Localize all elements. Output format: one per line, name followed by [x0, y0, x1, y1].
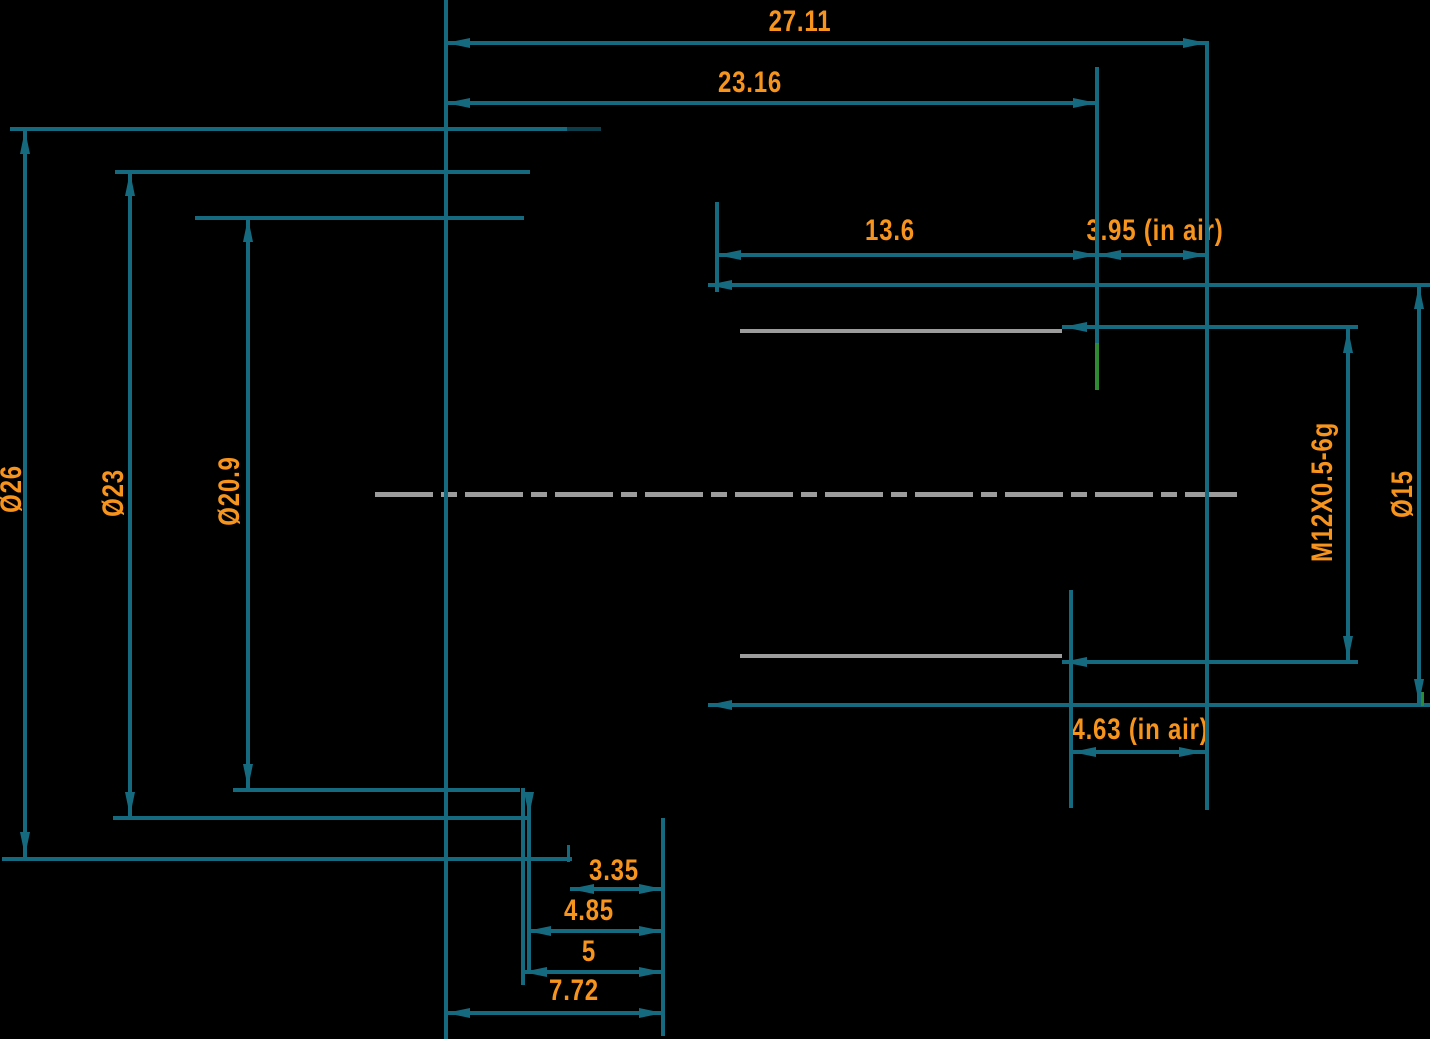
dimension-arrowhead-icon — [717, 250, 741, 260]
object-edge-front-top — [567, 127, 601, 131]
dimension-arrowhead-icon — [446, 1008, 470, 1018]
dimension-arrowhead-icon — [446, 98, 470, 108]
dim-label-barrel-diameter: Ø15 — [1386, 470, 1419, 518]
dim-label-mid-diameter: Ø23 — [97, 469, 130, 517]
extension-line-d26-top — [10, 127, 567, 131]
dimension-line-27-11 — [446, 41, 1207, 45]
optical-axis-centerline — [375, 492, 1237, 497]
dim-label-front-step-1: 3.35 — [589, 854, 639, 887]
dimension-line-7-72 — [446, 1011, 663, 1015]
dimension-arrowhead-icon — [125, 792, 135, 816]
dim-label-thread-spec: M12X0.5-6g — [1306, 421, 1339, 563]
thread-crest-top — [740, 329, 1062, 333]
dimension-arrowhead-icon — [1073, 98, 1097, 108]
dim-label-body-length: 23.16 — [717, 66, 783, 99]
dimension-arrowhead-icon — [1343, 636, 1353, 660]
dimension-line-23-16 — [446, 101, 1097, 105]
extension-line-barrel-top — [708, 283, 1430, 287]
dim-label-overall-length: 27.11 — [768, 5, 832, 38]
dimension-arrowhead-icon — [1343, 329, 1353, 353]
dimension-arrowhead-icon — [243, 764, 253, 788]
dimension-arrowhead-icon — [524, 792, 534, 816]
dimension-arrowhead-icon — [639, 967, 663, 977]
dimension-arrowhead-icon — [1073, 250, 1097, 260]
dimension-arrowhead-icon — [1183, 38, 1207, 48]
dimension-arrowhead-icon — [523, 967, 547, 977]
dimension-arrowhead-icon — [1414, 285, 1424, 309]
dim-label-front-length: 7.72 — [549, 974, 599, 1007]
extension-tick-3-35-left — [567, 845, 570, 862]
lens-surface-edge-green — [1095, 343, 1099, 390]
dimension-arrowhead-icon — [446, 38, 470, 48]
dimension-line-3-35 — [570, 887, 663, 891]
dimension-arrowhead-icon — [527, 926, 551, 936]
dim-label-rear-distance: 4.63 (in air) — [1071, 713, 1209, 746]
dimension-line-13-6 — [717, 253, 1097, 257]
extension-line-image-plane — [1205, 41, 1209, 810]
dimension-arrowhead-icon — [1097, 250, 1121, 260]
dimension-arrowhead-icon — [708, 700, 732, 710]
dimension-line-5 — [523, 970, 663, 974]
extension-line-rear-reference — [1095, 67, 1099, 343]
dimension-line-d26 — [23, 128, 27, 858]
dimension-line-d15 — [1417, 283, 1421, 705]
extension-line-front-right — [661, 818, 665, 1036]
dimension-arrowhead-icon — [1414, 679, 1424, 703]
dim-label-inner-diameter: Ø20.9 — [213, 456, 246, 526]
dimension-arrowhead-icon — [1063, 322, 1087, 332]
dimension-line-3-95 — [1097, 253, 1207, 257]
dimension-line-d209 — [246, 216, 250, 790]
dimension-arrowhead-icon — [1179, 747, 1203, 757]
dimension-arrowhead-icon — [1072, 747, 1096, 757]
dimension-line-4-63 — [1072, 750, 1205, 754]
extension-line-4-85-left — [527, 795, 531, 971]
dimension-arrowhead-icon — [20, 130, 30, 154]
extension-line-d209-top — [195, 216, 524, 220]
extension-line-d23-bottom — [113, 816, 530, 820]
dimension-arrowhead-icon — [125, 172, 135, 196]
extension-line-d209-bottom — [233, 788, 520, 792]
dimension-arrowhead-icon — [1183, 250, 1207, 260]
extension-line-5-left — [521, 788, 525, 985]
dimension-line-d23 — [128, 170, 132, 818]
dimension-arrowhead-icon — [639, 1008, 663, 1018]
dimension-arrowhead-icon — [20, 832, 30, 856]
extension-line-thread-top — [1062, 325, 1358, 329]
dimension-arrowhead-icon — [243, 218, 253, 242]
dimension-arrowhead-icon — [1063, 657, 1087, 667]
extension-line-front-face — [444, 0, 448, 1039]
dimension-arrowhead-icon — [639, 884, 663, 894]
dimension-line-m12-thread — [1346, 327, 1350, 662]
dim-label-thread-section: 13.6 — [865, 214, 915, 247]
extension-line-thread-bottom — [1062, 660, 1358, 664]
dimension-line-4-85 — [527, 929, 663, 933]
dimension-arrowhead-icon — [570, 884, 594, 894]
dimension-arrowhead-icon — [708, 280, 732, 290]
dimension-arrowhead-icon — [639, 926, 663, 936]
dim-label-front-step-2: 4.85 — [564, 894, 614, 927]
dim-label-front-step-3: 5 — [581, 935, 597, 968]
extension-line-d23-top — [115, 170, 530, 174]
extension-line-d26-bottom — [2, 857, 572, 861]
extension-line-13-6-left — [715, 202, 719, 292]
extension-line-4-63-left — [1069, 590, 1073, 808]
thread-crest-bottom — [740, 654, 1062, 658]
dim-label-back-distance: 3.95 (in air) — [1086, 214, 1224, 247]
